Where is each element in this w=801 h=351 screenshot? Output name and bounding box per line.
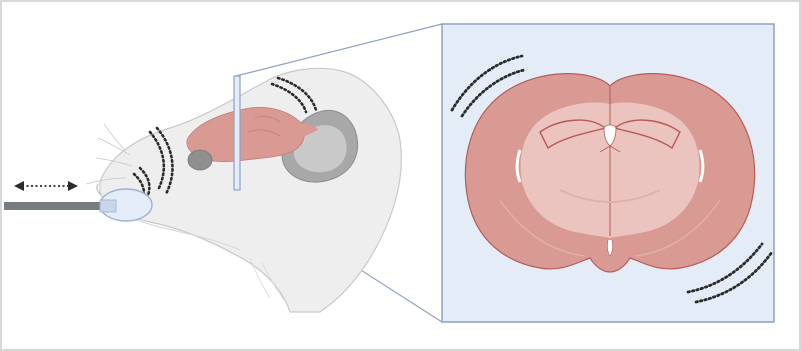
olfactory-bulb bbox=[188, 150, 212, 170]
coronal-brain-slice-icon bbox=[465, 74, 754, 272]
section-plane bbox=[234, 76, 240, 190]
